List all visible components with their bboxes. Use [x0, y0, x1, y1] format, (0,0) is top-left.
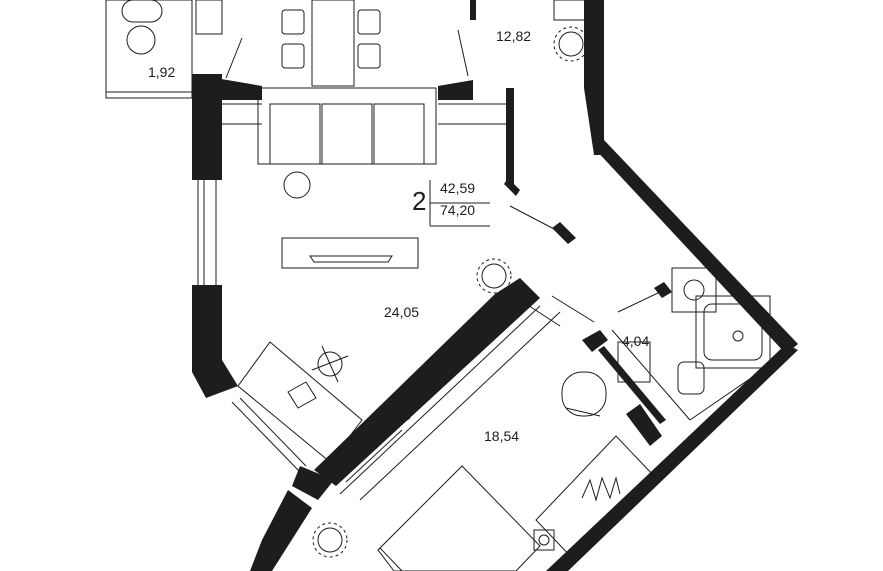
chair-3: [357, 9, 381, 35]
wall-bottom-diagonal: [546, 344, 798, 571]
thin-lines: [105, 0, 787, 571]
plant-living: [476, 258, 512, 294]
wall-bath-a: [598, 346, 666, 424]
sofa: [257, 87, 437, 165]
wall-partition-end: [292, 466, 334, 500]
wall-bath-left: [582, 330, 608, 352]
chair-4: [357, 43, 381, 69]
wall-partition: [314, 278, 540, 486]
tv-stand: [281, 237, 419, 269]
kitchen-fixture: [553, 0, 589, 21]
wardrobe: [535, 435, 655, 561]
dining-table: [311, 0, 355, 87]
armchair: [561, 371, 607, 417]
toilet: [677, 361, 705, 395]
pouf: [283, 171, 311, 199]
wall-kitchen-right: [584, 0, 604, 155]
plants: [312, 26, 589, 558]
apartment-summary: 2 42,59 74,20: [404, 176, 490, 226]
chair-2: [281, 43, 305, 69]
wall-left-lower: [192, 285, 238, 398]
sink: [617, 341, 651, 383]
bed: [377, 465, 541, 571]
living-room-area-label: 24,05: [384, 304, 420, 320]
wall-bath-top: [654, 282, 672, 298]
wall-bath-b: [626, 404, 662, 446]
washing-machine: [671, 267, 717, 313]
nightstand: [533, 529, 555, 551]
plant-kitchen: [553, 26, 589, 62]
wall-door-jamb: [552, 222, 576, 244]
balcony-outline: [105, 0, 193, 99]
balcony-chair: [126, 25, 156, 55]
kitchen-area-label: 12,82: [496, 28, 532, 44]
bathroom-area-label: 4,04: [622, 333, 650, 349]
desk-chair: [317, 351, 343, 377]
balcony-table: [121, 0, 163, 23]
laptop: [287, 381, 317, 409]
balcony-area-label: 1,92: [148, 64, 176, 80]
plant-bedroom: [312, 522, 348, 558]
apartment-summary-box: [429, 180, 490, 227]
wall-right-diagonal: [594, 140, 798, 354]
wall-top-right: [438, 80, 473, 100]
chair-1: [281, 9, 305, 35]
wall-living-stub: [506, 88, 514, 185]
wall-top-stub: [470, 0, 476, 20]
total-area: 74,20: [440, 202, 476, 218]
desk: [237, 341, 363, 463]
wall-bedroom-left: [250, 490, 312, 571]
bathtub: [695, 295, 771, 369]
wall-living-stub-b: [504, 178, 520, 196]
balcony-bench: [195, 0, 223, 35]
wall-left-upper: [192, 74, 222, 180]
wall-top-left: [192, 74, 262, 100]
room-count: 2: [412, 186, 427, 216]
walls: [192, 0, 798, 571]
bedroom-area-label: 18,54: [484, 428, 520, 444]
living-area: 42,59: [440, 180, 476, 196]
